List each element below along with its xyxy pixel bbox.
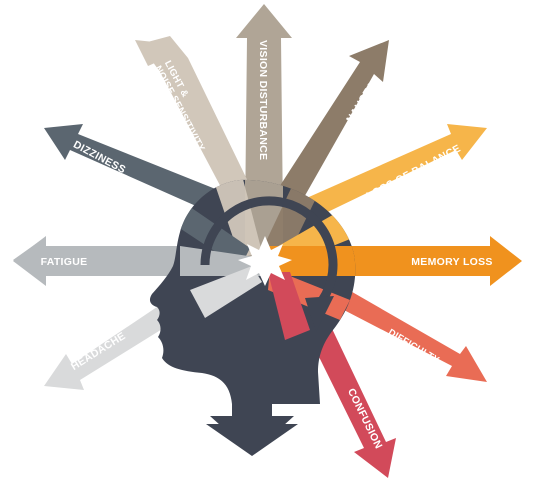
arrow-vision-disturbance: VISION DISTURBANCE bbox=[236, 4, 292, 220]
memory-loss-label: MEMORY LOSS bbox=[411, 256, 492, 268]
circular-arrow-head bbox=[305, 296, 334, 332]
circular-arrow bbox=[200, 196, 338, 309]
vision-disturbance-arrow bbox=[236, 4, 292, 220]
fatigue-label: FATIGUE bbox=[41, 256, 88, 268]
neck-down-arrow bbox=[206, 380, 298, 456]
dizziness-arrow bbox=[44, 124, 218, 210]
headache-inner bbox=[190, 266, 262, 318]
loss-of-balance-arrow bbox=[275, 124, 487, 235]
fatigue-inner bbox=[180, 246, 262, 276]
confusion-inner bbox=[268, 272, 310, 340]
light-noise-sensitivity-arrow bbox=[135, 40, 243, 205]
impact-burst bbox=[238, 236, 292, 286]
vision-disturbance-label: VISION DISTURBANCE bbox=[257, 40, 269, 160]
light-noise-sensitivity-arrow-body bbox=[140, 36, 257, 210]
nausea-inner bbox=[262, 180, 320, 262]
nausea-arrow bbox=[263, 40, 389, 222]
